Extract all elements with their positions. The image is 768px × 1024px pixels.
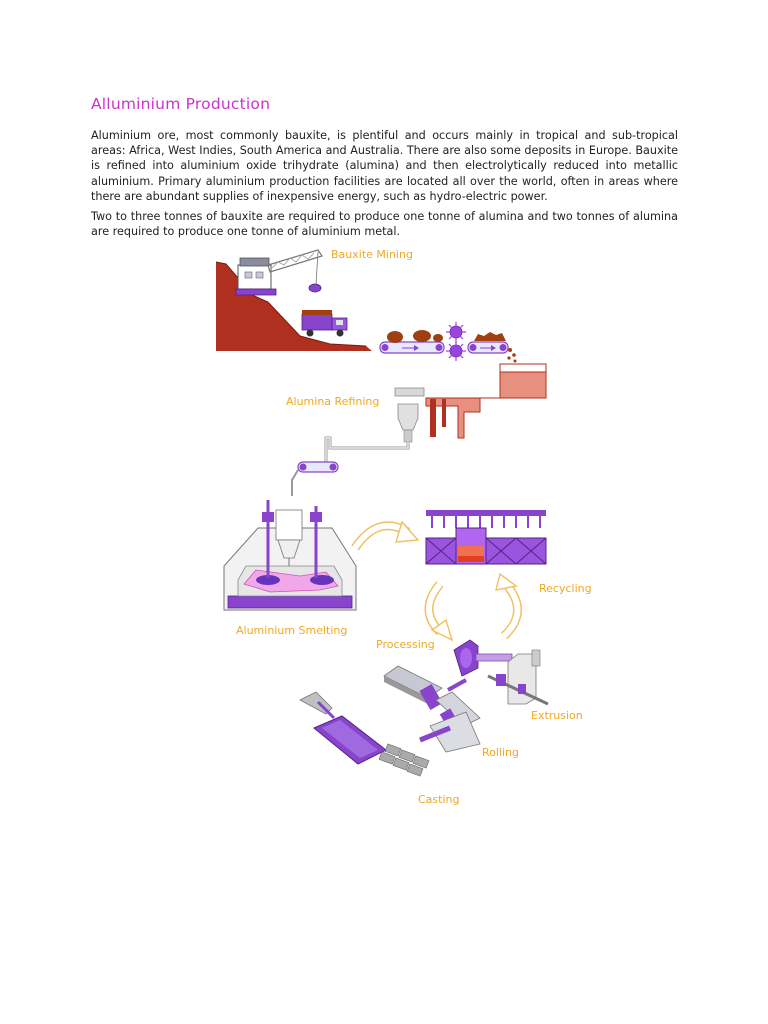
bauxite-mining-illustration	[215, 249, 372, 351]
casting-illustration	[299, 691, 430, 777]
aluminium-smelting-illustration	[223, 500, 357, 611]
label-casting: Casting	[418, 793, 459, 806]
extrusion-press-illustration	[453, 639, 549, 706]
flow-arrow-smelting-to-recycling	[351, 520, 420, 551]
alumina-refining-illustration	[291, 363, 547, 496]
label-rolling: Rolling	[482, 746, 519, 759]
intro-paragraph: Aluminium ore, most commonly bauxite, is…	[91, 129, 678, 203]
flow-arrow-processing-to-recycling	[495, 572, 522, 640]
crushing-conveyor-illustration	[379, 322, 517, 363]
label-extrusion: Extrusion	[531, 709, 583, 722]
label-bauxite-mining: Bauxite Mining	[331, 248, 413, 261]
label-alumina-refining: Alumina Refining	[286, 395, 379, 408]
flow-arrow-recycling-to-processing	[424, 581, 454, 642]
ratio-paragraph: Two to three tonnes of bauxite are requi…	[91, 210, 678, 239]
label-aluminium-smelting: Aluminium Smelting	[236, 624, 347, 637]
label-recycling: Recycling	[539, 582, 592, 595]
recycling-furnace-illustration	[425, 510, 547, 565]
label-processing: Processing	[376, 638, 435, 651]
rolling-mill-illustration	[383, 665, 481, 753]
page-title: Alluminium Production	[91, 95, 271, 113]
